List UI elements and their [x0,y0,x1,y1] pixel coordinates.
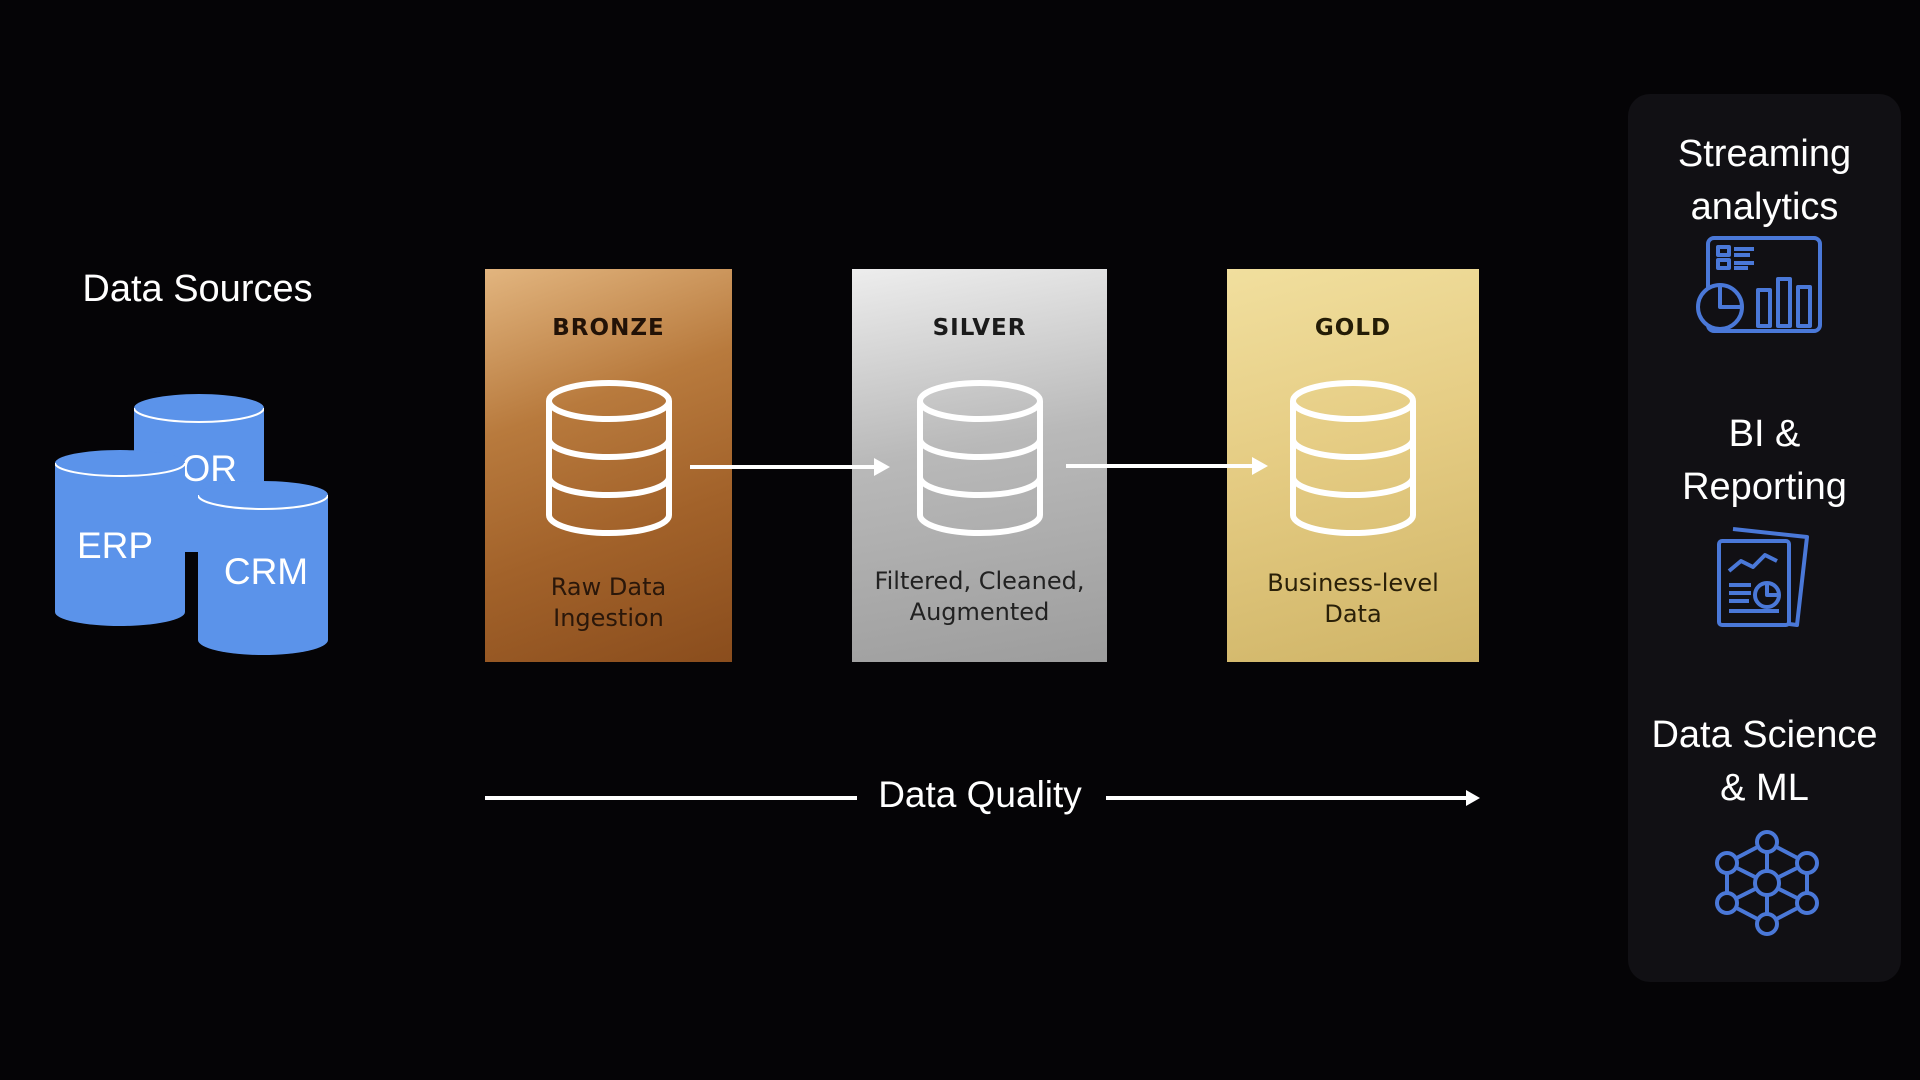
tier-description-bronze: Raw Data Ingestion [550,573,667,632]
tier-title-gold: GOLD [1314,315,1392,341]
use-case-title-streaming: Streaming analytics [1677,133,1852,228]
database-icon [543,379,675,543]
use-case-title-ml: Data Science & ML [1651,714,1878,809]
data-quality-line-left [485,796,857,800]
tier-title-bronze: BRONZE [552,315,665,341]
gold-tier-card: GOLD Business-level Data [1227,269,1479,662]
source-label-crm: CRM [223,551,309,592]
data-sources-title: Data Sources [82,268,313,310]
silver-tier-card: SILVER Filtered, Cleaned, Augmented [852,269,1107,662]
dashboard-icon [1696,236,1822,333]
data-quality-arrow-right [1106,790,1480,806]
use-case-title-bi: BI & Reporting [1682,413,1847,508]
neural-network-icon [1715,830,1819,936]
source-cylinder-crm: CRM [198,479,328,656]
data-quality-label: Data Quality [878,774,1082,815]
report-icon [1717,527,1809,627]
cylinder-shape [55,450,185,626]
source-cylinder-erp: ERP [55,449,185,627]
use-cases-panel: Streaming analytics BI & Reporting [1628,94,1901,982]
database-icon [1287,379,1419,543]
tier-description-gold: Business-level Data [1267,569,1439,628]
tier-title-silver: SILVER [932,315,1027,341]
tier-description-silver: Filtered, Cleaned, Augmented [874,567,1085,626]
arrow-bronze-to-silver [690,458,890,476]
source-label-erp: ERP [76,525,154,566]
arrow-silver-to-gold [1066,457,1268,475]
database-icon [914,379,1046,543]
cylinder-shape [198,481,328,655]
